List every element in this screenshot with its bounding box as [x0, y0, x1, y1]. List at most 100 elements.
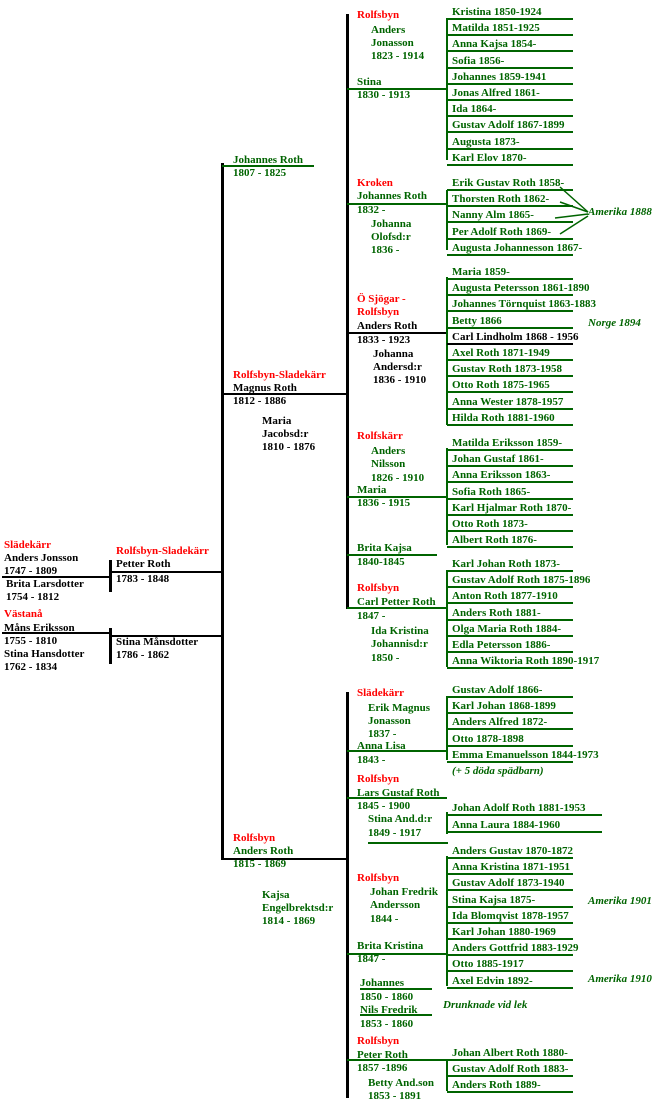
person-name: Magnus Roth [233, 382, 297, 394]
child-rule [447, 164, 573, 166]
person-name: Petter Roth [116, 558, 171, 570]
connector [222, 165, 314, 167]
person-years: 1755 - 1810 [4, 635, 58, 647]
child-name: Karl Elov 1870- [452, 152, 527, 164]
connector [347, 750, 447, 752]
child-name: Augusta Petersson 1861-1890 [452, 282, 590, 294]
person-name: Carl Petter Roth [357, 596, 436, 608]
child-rule [447, 873, 573, 875]
person-years: 1826 - 1910 [371, 472, 425, 484]
child-rule [447, 970, 573, 972]
child-rule [447, 359, 573, 361]
child-rule [447, 651, 573, 653]
child-rule [447, 238, 573, 240]
child-name: Erik Gustav Roth 1858- [452, 177, 565, 189]
person-years: 1823 - 1914 [371, 50, 425, 62]
child-rule [447, 667, 573, 669]
child-name: Stina Kajsa 1875- [452, 894, 536, 906]
child-name: Carl Lindholm 1868 - 1956 [452, 331, 579, 343]
person-name: Maria [262, 415, 292, 427]
connector [347, 203, 447, 205]
connector [446, 277, 448, 425]
child-rule [447, 987, 573, 989]
person-years: 1832 - [357, 204, 386, 216]
connector [221, 163, 224, 860]
connector [446, 570, 448, 667]
child-rule [447, 83, 573, 85]
child-name: Gustav Roth 1873-1958 [452, 363, 563, 375]
person-years: 1812 - 1886 [233, 395, 287, 407]
annotation-note: Norge 1894 [588, 317, 641, 329]
place-label: Rolfsbyn [357, 773, 400, 785]
connector [347, 496, 447, 498]
child-rule [447, 635, 573, 637]
connector [346, 692, 349, 1098]
annotation-note: (+ 5 döda spädbarn) [452, 765, 544, 777]
child-rule [447, 99, 573, 101]
person-years: 1837 - [368, 728, 397, 740]
person-years: 1783 - 1848 [116, 573, 170, 585]
connector [222, 393, 347, 395]
child-name: Anders Gustav 1870-1872 [452, 845, 574, 857]
child-name: Edla Petersson 1886- [452, 639, 551, 651]
person-years: 1847 - [357, 953, 386, 965]
person-name: Betty And.son [368, 1077, 435, 1089]
person-years: 1815 - 1869 [233, 858, 287, 870]
person-years: 1810 - 1876 [262, 441, 316, 453]
child-name: Johan Adolf Roth 1881-1953 [452, 802, 586, 814]
child-rule [447, 310, 573, 312]
child-name: Anna Wester 1878-1957 [452, 396, 564, 408]
person-name: Jacobsd:r [262, 428, 309, 440]
child-name: Anna Eriksson 1863- [452, 469, 551, 481]
person-name: Lars Gustaf Roth [357, 787, 440, 799]
connector [347, 797, 447, 799]
child-rule [447, 586, 573, 588]
person-name: Måns Eriksson [4, 622, 75, 634]
child-rule [447, 831, 602, 833]
child-rule [447, 696, 573, 698]
child-rule [447, 514, 573, 516]
person-years: 1847 - [357, 610, 386, 622]
child-rule [447, 954, 573, 956]
person-years: 1754 - 1812 [6, 591, 60, 603]
person-years: 1850 - [371, 652, 400, 664]
connector [2, 576, 110, 578]
person-name: Johannes Roth [357, 190, 427, 202]
connector [346, 14, 349, 609]
person-name: Anders Jonsson [4, 552, 79, 564]
child-rule [447, 938, 573, 940]
child-name: Axel Roth 1871-1949 [452, 347, 550, 359]
annotation-note: Amerika 1910 [588, 973, 652, 985]
connector [360, 1014, 432, 1016]
person-name: Johannes [360, 977, 405, 989]
connector [446, 812, 448, 834]
child-rule [447, 745, 573, 747]
connector [360, 988, 432, 990]
child-rule [447, 728, 573, 730]
person-name: Stina And.d:r [368, 813, 433, 825]
child-name: Olga Maria Roth 1884- [452, 623, 562, 635]
child-name: Anna Kristina 1871-1951 [452, 861, 570, 873]
child-rule [447, 408, 573, 410]
person-name: Anders Roth [357, 320, 418, 332]
child-rule [447, 115, 573, 117]
child-rule [447, 343, 573, 345]
child-name: Sofia Roth 1865- [452, 486, 531, 498]
child-rule [447, 131, 573, 133]
person-name: Erik Magnus [368, 702, 431, 714]
place-label: Kroken [357, 177, 393, 189]
child-name: Hilda Roth 1881-1960 [452, 412, 555, 424]
child-rule [447, 449, 573, 451]
child-name: Sofia 1856- [452, 55, 505, 67]
connector [446, 18, 448, 160]
person-years: 1747 - 1809 [4, 565, 58, 577]
child-name: Jonas Alfred 1861- [452, 87, 540, 99]
child-rule [447, 294, 573, 296]
connector [347, 554, 437, 556]
person-name: Stina [357, 76, 382, 88]
child-name: Albert Roth 1876- [452, 534, 537, 546]
person-years: 1814 - 1869 [262, 915, 316, 927]
child-rule [447, 50, 573, 52]
person-years: 1853 - 1860 [360, 1018, 414, 1030]
person-years: 1833 - 1923 [357, 334, 411, 346]
